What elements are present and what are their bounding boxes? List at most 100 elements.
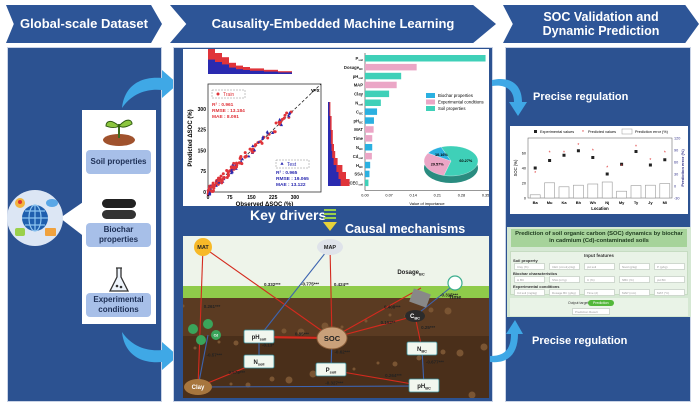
node-label-CBC-main: C (410, 314, 415, 320)
train-point (212, 186, 216, 190)
error-bar (544, 182, 555, 199)
flask-icon (108, 267, 130, 292)
error-bar (558, 186, 570, 199)
box-pHBC (408, 378, 440, 393)
error-bar (587, 183, 599, 199)
node-label-NBC: NBC (417, 347, 427, 354)
train-point (231, 166, 235, 170)
train-point (216, 176, 220, 180)
input-field[interactable]: Clay (%) (514, 263, 545, 270)
legend-label-bc: Biochar properties (438, 93, 473, 98)
input-field[interactable]: pH BC (654, 276, 685, 283)
feature-label-main: MAT (354, 127, 363, 132)
y-tick: 20 (522, 182, 526, 186)
predicted-point: * (635, 145, 637, 151)
input-field[interactable]: MAT (°C) (654, 289, 685, 296)
input-field[interactable]: MAP (mm) (619, 289, 650, 296)
input-field[interactable]: CEC (cmol(+)/kg) (549, 263, 580, 270)
error-bar (601, 181, 613, 199)
train-point (248, 147, 252, 151)
train-point (211, 190, 215, 194)
test-point (287, 114, 291, 118)
pie-slice-soil (440, 145, 479, 177)
edge-label: -0.775*** (301, 282, 319, 287)
causal-edge-pHBC-Clay (197, 384, 425, 390)
train-metric-rmse: RMSE : 13.184 (212, 108, 245, 114)
input-field[interactable]: H BC (514, 276, 545, 283)
input-group-label: Soil property (513, 258, 538, 263)
train-point (207, 187, 211, 191)
soil-pebble (183, 304, 185, 308)
edge-label: -0.315*** (440, 292, 458, 297)
input-field[interactable]: Cd soil (mg/kg) (514, 289, 545, 296)
predicted-point: * (563, 151, 565, 157)
prediction-result-field[interactable]: Prediction Result (572, 308, 610, 315)
node-label-Nsoil-sub: soil (258, 362, 265, 367)
importance-bar (365, 108, 378, 115)
location-tick: Wh (590, 200, 597, 205)
prediction-app: Prediction of soil organic carbon (SOC) … (507, 227, 691, 317)
test-point (229, 168, 233, 172)
plot-frame (527, 137, 673, 199)
legend-swatch-bc (426, 93, 435, 98)
train-point (220, 179, 224, 183)
identity-label: y=x (311, 88, 320, 94)
soil-pebble (297, 328, 305, 336)
feature-label: SSA (354, 172, 363, 177)
input-field[interactable]: P (g/kg) (654, 263, 685, 270)
input-field[interactable]: SSA (m²/g) (549, 276, 580, 283)
input-field[interactable]: NBC (%) (619, 276, 650, 283)
soil-pebble (193, 346, 197, 350)
experimental-point (663, 158, 667, 162)
input-field[interactable]: Time (d) (584, 289, 615, 296)
test-point (217, 180, 221, 184)
validation-chart: *Ba*Mu*Ka*Bh*Wh*Nj*My*Ty*Jy*Ml0204060-30… (510, 126, 688, 214)
feature-label-main: Clay (354, 92, 364, 97)
y2-tick: 60 (674, 161, 678, 165)
causal-mechanism-diagram: 0.261***0.332***-0.775***0.424**0.408***… (183, 236, 489, 398)
clock-icon (447, 275, 463, 291)
input-field[interactable]: Dosage BC (g/kg) (549, 289, 580, 296)
validation-panel (505, 47, 691, 402)
input-field[interactable]: pH soil (584, 263, 615, 270)
predict-button[interactable]: Prediction (588, 299, 614, 306)
test-histogram-bar (229, 67, 236, 74)
test-histogram-bar (257, 70, 264, 74)
cd-particle-icon (203, 319, 213, 329)
soil-pebble (444, 307, 452, 315)
curved-arrow-bottom-right-icon (490, 320, 523, 363)
biochar-logs-icon (102, 199, 136, 219)
x-tick: 225 (269, 195, 278, 201)
node-label-pHsoil-main: pH (252, 335, 260, 341)
location-tick: Ba (533, 200, 539, 205)
importance-bar (365, 63, 417, 71)
location-tick: My (619, 200, 625, 205)
importance-bar (365, 135, 373, 142)
test-histogram-bar-y (328, 144, 332, 151)
input-field[interactable]: Nsoil (g/kg) (619, 263, 650, 270)
input-group-label: Experimental conditions (513, 284, 560, 289)
feature-label-main: N (355, 101, 358, 106)
input-features-title: Input features (584, 253, 614, 258)
y2-tick: 120 (674, 137, 680, 141)
test-metric-rmse: RMSE : 19.065 (276, 176, 309, 182)
feature-label-sub: BC (359, 111, 363, 115)
node-label-Dosage: DosageBC (397, 270, 424, 277)
test-metric-mae: MAE : 13.122 (276, 182, 306, 188)
input-field[interactable]: C (%) (584, 276, 615, 283)
legend-label-soil: Soil properties (438, 106, 465, 111)
feature-label: pHBC (353, 118, 363, 124)
importance-x-tick: 0.14 (410, 194, 417, 198)
soil-pebble (269, 376, 275, 382)
dataset-item-experimental-conditions: Experimental conditions (86, 293, 151, 317)
test-histogram-bar (271, 71, 278, 74)
y2-tick: 0 (674, 185, 676, 189)
causal-edge-Cd-Clay (196, 334, 209, 388)
test-histogram-bar-y (328, 116, 331, 123)
feature-label: Nsoil (355, 101, 363, 107)
train-metric-r2: R² : 0.961 (212, 102, 234, 108)
y-tick: 60 (522, 152, 526, 156)
feature-label-sub: BC (359, 147, 363, 151)
input-group-label: Biochar characteristics (513, 271, 558, 276)
